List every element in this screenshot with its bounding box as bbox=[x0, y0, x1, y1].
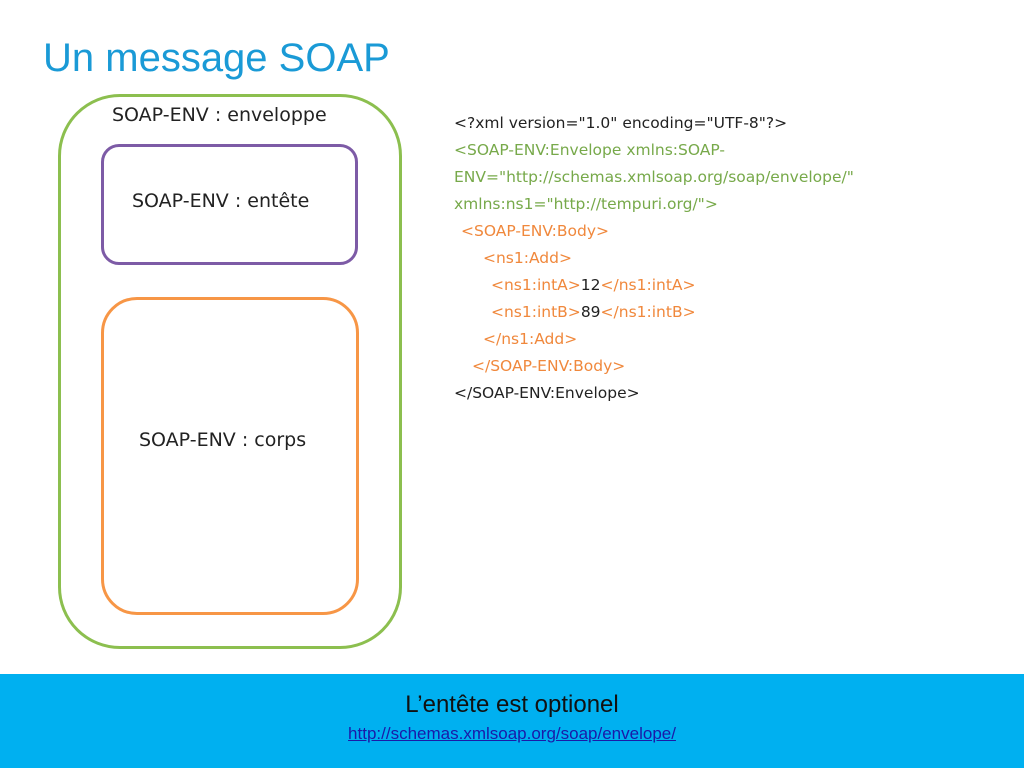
xml-envelope-close: </SOAP-ENV:Envelope> bbox=[454, 384, 640, 402]
xml-add-open: <ns1:Add> bbox=[483, 249, 572, 267]
xml-envelope-open-line-1: <SOAP-ENV:Envelope xmlns:SOAP- bbox=[454, 141, 725, 159]
soap-envelope-link[interactable]: http://schemas.xmlsoap.org/soap/envelope… bbox=[348, 724, 676, 743]
footer-note: L’entête est optionel bbox=[405, 691, 619, 718]
xml-intb-close: </ns1:intB> bbox=[600, 303, 696, 321]
xml-body-open: <SOAP-ENV:Body> bbox=[461, 222, 610, 240]
xml-add-close: </ns1:Add> bbox=[483, 330, 578, 348]
soap-envelope-label: SOAP-ENV : enveloppe bbox=[112, 104, 327, 126]
slide-title: Un message SOAP bbox=[43, 36, 390, 80]
xml-inta-line: <ns1:intA>12</ns1:intA> bbox=[454, 272, 994, 299]
xml-intb-open: <ns1:intB> bbox=[491, 303, 581, 321]
soap-body-box bbox=[101, 297, 359, 615]
footer-band bbox=[0, 674, 1024, 768]
soap-header-label: SOAP-ENV : entête bbox=[132, 190, 310, 212]
soap-header-box bbox=[101, 144, 358, 265]
soap-body-label: SOAP-ENV : corps bbox=[139, 429, 307, 451]
xml-intb-value: 89 bbox=[580, 303, 601, 321]
soap-envelope-box bbox=[58, 94, 402, 649]
xml-intb-line: <ns1:intB>89</ns1:intB> bbox=[454, 299, 994, 326]
xml-inta-close: </ns1:intA> bbox=[600, 276, 696, 294]
xml-declaration: <?xml version="1.0" encoding="UTF-8"?> bbox=[454, 114, 788, 132]
xml-code-block: <?xml version="1.0" encoding="UTF-8"?> <… bbox=[454, 110, 994, 407]
xml-body-close: </SOAP-ENV:Body> bbox=[472, 357, 626, 375]
xml-envelope-open-line-2: ENV="http://schemas.xmlsoap.org/soap/env… bbox=[454, 168, 854, 186]
xml-envelope-open-line-3: xmlns:ns1="http://tempuri.org/"> bbox=[454, 195, 718, 213]
footer-link-wrapper: http://schemas.xmlsoap.org/soap/envelope… bbox=[0, 723, 1024, 745]
xml-inta-open: <ns1:intA> bbox=[491, 276, 581, 294]
xml-inta-value: 12 bbox=[580, 276, 601, 294]
